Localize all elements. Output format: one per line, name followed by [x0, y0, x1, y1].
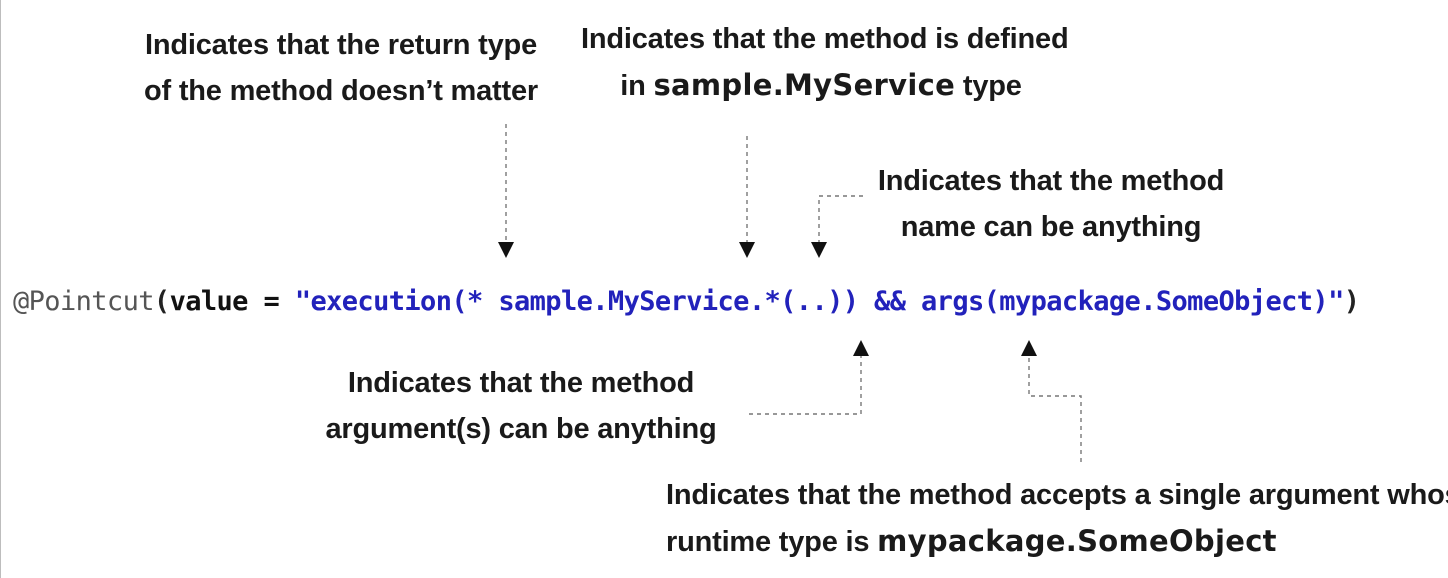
note-defined-in-line2: in sample.MyService type [581, 62, 1061, 109]
code-annotation: @Pointcut [13, 286, 155, 317]
note-return-type-line1: Indicates that the return type [144, 29, 537, 61]
note-arguments: Indicates that the method argument(s) ca… [321, 360, 721, 452]
note-single-argument-line1: Indicates that the method accepts a sing… [666, 479, 1448, 511]
note-defined-in: Indicates that the method is defined in … [581, 16, 1069, 109]
note-return-type-line2: of the method doesn’t matter [144, 75, 538, 107]
note-defined-in-prefix: in [620, 70, 654, 102]
note-arguments-line1: Indicates that the method [347, 367, 695, 399]
note-method-name-line1: Indicates that the method [877, 165, 1225, 197]
note-arguments-line2: argument(s) can be anything [325, 413, 717, 445]
code-operator: = [247, 286, 295, 317]
arrow-single-argument [1021, 340, 1082, 462]
note-defined-in-suffix: type [955, 70, 1022, 102]
code-keyword: value [169, 286, 249, 317]
note-single-argument: Indicates that the method accepts a sing… [666, 472, 1448, 565]
note-method-name: Indicates that the method name can be an… [861, 158, 1241, 250]
pointcut-code-line: @Pointcut(value = "execution(* sample.My… [13, 282, 1360, 322]
note-single-argument-line2: runtime type is mypackage.SomeObject [666, 518, 1448, 565]
arrow-return-type [498, 124, 514, 258]
note-single-argument-code: mypackage.SomeObject [877, 524, 1277, 558]
note-single-argument-prefix: runtime type is [666, 526, 878, 558]
note-return-type: Indicates that the return type of the me… [141, 22, 541, 114]
arrow-method-name [811, 195, 863, 258]
note-defined-in-line1: Indicates that the method is defined [581, 23, 1069, 55]
code-close-paren: ) [1343, 286, 1360, 317]
arrow-arguments [749, 340, 869, 415]
arrow-defined-in [739, 136, 755, 258]
note-method-name-line2: name can be anything [900, 211, 1202, 243]
note-defined-in-code: sample.MyService [653, 68, 956, 102]
code-open-paren: ( [153, 286, 170, 317]
code-expression-string: "execution(* sample.MyService.*(..)) && … [294, 286, 1345, 317]
